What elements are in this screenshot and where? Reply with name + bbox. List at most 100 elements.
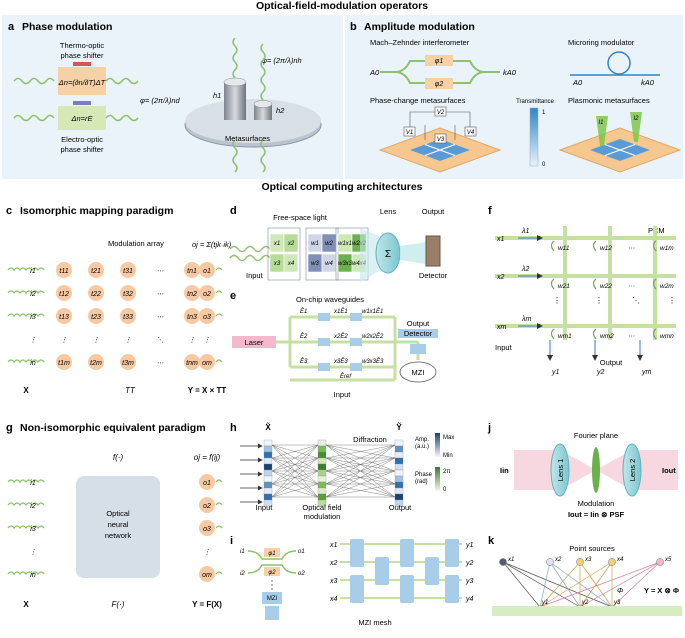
tall-pillar-top: [223, 77, 247, 87]
c-output-cell: [199, 308, 215, 324]
ofm-label-2: modulation: [304, 512, 341, 521]
plasmonic-title: Plasmonic metasurfaces: [568, 96, 650, 105]
i-mzi-unit: [425, 557, 439, 585]
transmittance-max: 1: [542, 110, 546, 116]
h-diffraction-net: [240, 439, 404, 507]
c-output-label: o1: [203, 268, 211, 275]
k-y-label: y3: [613, 600, 621, 606]
h2-label: h2: [276, 106, 285, 115]
f-coupler: [652, 240, 657, 252]
e2-label: Ē2: [300, 333, 308, 340]
phase-label-2: (rad): [415, 479, 428, 485]
pcm-grid-2: [424, 144, 456, 156]
k-point-source: [608, 558, 616, 566]
d-cell-label: w2: [325, 241, 333, 247]
k-ray: [539, 561, 581, 608]
v1-label: V1: [406, 130, 413, 136]
g-output-cell: [199, 497, 215, 513]
f-x-label: x1: [496, 236, 505, 243]
panel-k-letter: k: [488, 535, 495, 547]
y-hat: Ỹ: [396, 423, 402, 432]
c-output-label: o2: [203, 291, 211, 298]
c-matrix-label: t3m: [122, 360, 134, 367]
f-weight-label: w11: [558, 245, 570, 252]
h-layer-cell: [317, 463, 327, 471]
electro-wave: [13, 114, 139, 122]
modulation-array-label: Modulation array: [108, 239, 164, 248]
k-y-label: y1: [541, 600, 548, 606]
ring-a0: A0: [572, 78, 583, 87]
figure-subtitle: Optical computing architectures: [261, 181, 422, 193]
g-input-label: i3: [30, 526, 36, 533]
f-y-label: y1: [551, 369, 560, 376]
panel-i-letter: i: [230, 535, 233, 547]
i-x-label: x3: [329, 578, 338, 585]
g-input-label: i2: [30, 503, 36, 510]
b-phi2: φ2: [435, 81, 444, 88]
f-coupler: [652, 328, 657, 340]
c-matrix-label: t2m: [90, 360, 102, 367]
c-input-wave: [7, 313, 45, 318]
c-matrix-cell: [88, 285, 104, 301]
h-link: [271, 444, 319, 459]
c-matrix-cell: [88, 354, 104, 370]
panel-h-letter: h: [230, 422, 237, 434]
g-f-bottom: F(·): [112, 600, 125, 609]
c-matrix-cell: [184, 262, 200, 278]
h-layer-cell: [317, 457, 327, 465]
x1e1-label: x1Ē1: [333, 308, 348, 315]
c-matrix-label: t21: [91, 268, 101, 275]
g-input-label: in: [30, 572, 36, 579]
h-layer-cell: [394, 493, 404, 501]
c-matrix-label: tn2: [187, 291, 197, 298]
e-modulator-pad: [350, 313, 362, 321]
g-output-cell: [199, 474, 215, 490]
f-y-label: y2: [596, 369, 605, 376]
c-input-label: in: [30, 360, 36, 367]
h-link: [325, 444, 396, 485]
lens-label: Lens: [380, 207, 397, 216]
amp-label-2: (a.u.): [415, 444, 429, 450]
metasurface-top: [185, 99, 321, 143]
d-detector: [425, 235, 441, 267]
i-phi2: φ2: [268, 570, 276, 576]
d-cell-label: w4x4: [352, 261, 367, 267]
lens-2: [622, 443, 642, 497]
h-layer-cell: [263, 469, 273, 477]
e-modulators: [318, 313, 362, 371]
i-phi2-block: [264, 567, 280, 576]
panel-a-background: [2, 15, 343, 179]
g-x: X: [23, 600, 29, 609]
thermo-formula: Δn=(∂n/∂T)ΔT: [58, 78, 107, 87]
e-modulator-pad: [318, 338, 330, 346]
v3-label: V3: [437, 137, 445, 143]
electro-formula: Δn=rE: [70, 114, 93, 123]
h-layer-cell: [263, 463, 273, 471]
h-link: [325, 444, 396, 459]
h-layer-cell: [394, 457, 404, 465]
e3-label: Ē3: [300, 358, 308, 365]
point-sources-label: Point sources: [569, 544, 615, 553]
f-coupler: [550, 278, 555, 290]
k-ray: [539, 561, 613, 608]
c-matrix-label: t12: [59, 291, 69, 298]
panel-c-letter: c: [6, 205, 12, 217]
ofm-label-1: Optical field: [302, 503, 341, 512]
phase-scale: [435, 467, 440, 491]
c-matrix-cell: [120, 354, 136, 370]
v4-label: V4: [467, 130, 475, 136]
c-matrix-cell: [56, 262, 72, 278]
c-input-wave: [7, 290, 45, 295]
d-cell-label: w4: [325, 261, 333, 267]
plasmonic-i1: I1: [598, 120, 603, 126]
c-matrix-label: ⋮: [61, 337, 68, 344]
c-output-cell: [199, 262, 215, 278]
k-phi: Φ: [617, 586, 623, 595]
v3-box: [434, 133, 447, 144]
i-mzi-unit: [350, 575, 364, 603]
h-layer-cell: [263, 487, 273, 495]
